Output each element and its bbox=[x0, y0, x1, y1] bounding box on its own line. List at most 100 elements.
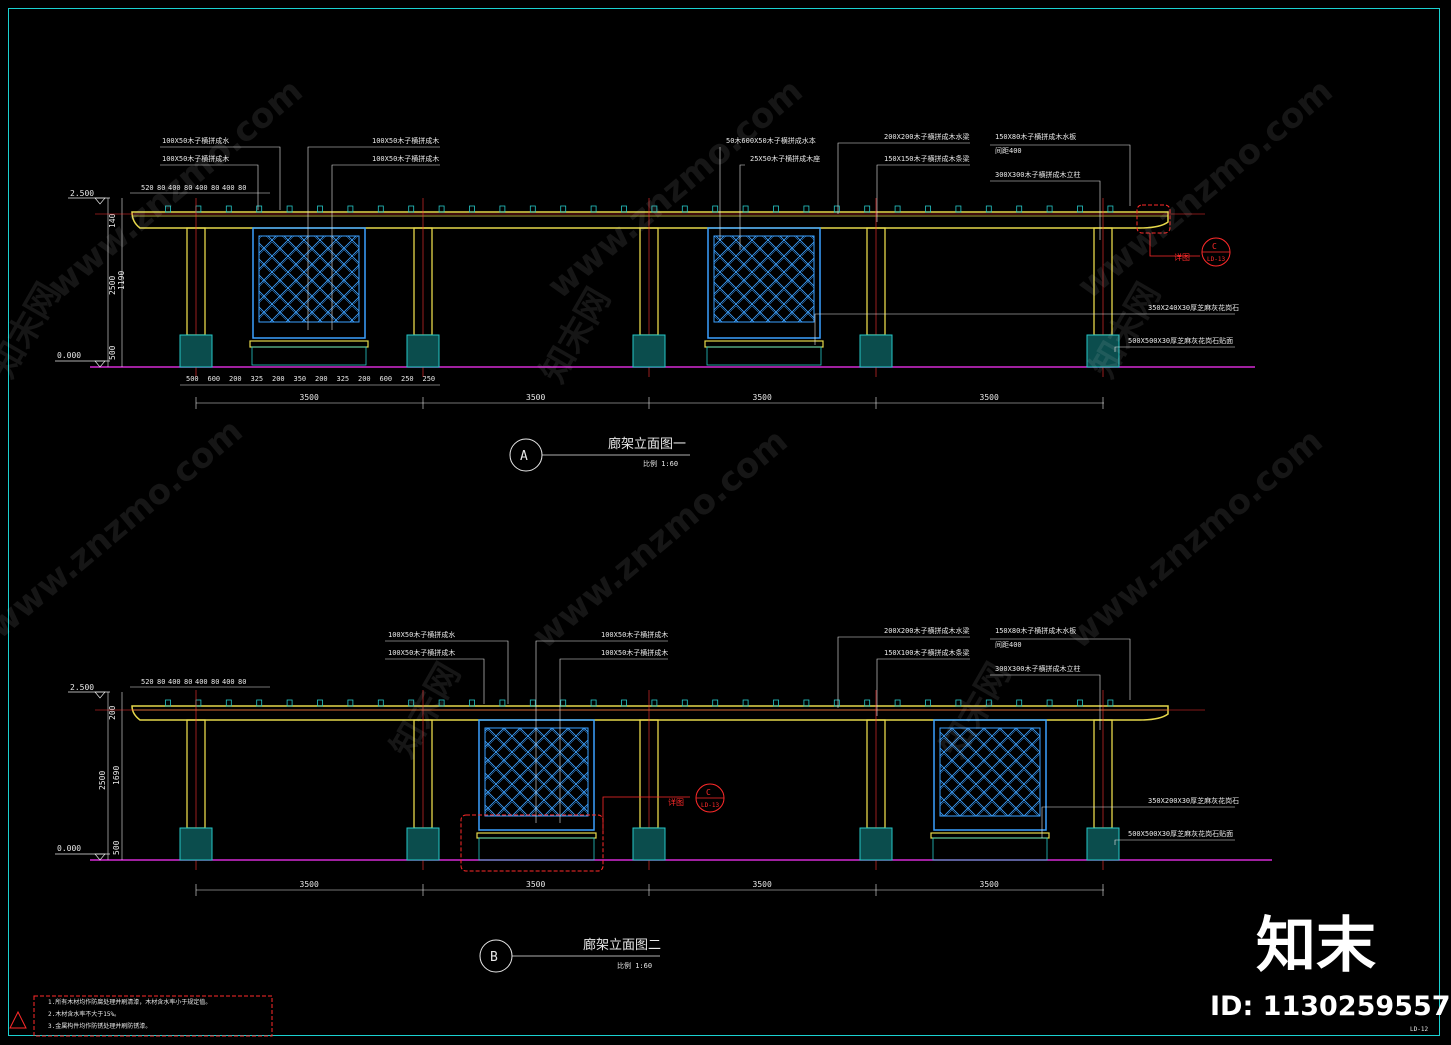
column-base bbox=[179, 334, 213, 368]
purlin bbox=[286, 205, 293, 213]
svg-text:150X150木子横拼成木条梁: 150X150木子横拼成木条梁 bbox=[884, 154, 970, 163]
purlin bbox=[590, 205, 597, 213]
top-dim-label: 400 bbox=[222, 184, 235, 192]
svg-text:www.znzmo.com: www.znzmo.com bbox=[525, 421, 795, 657]
detail-dim-label: 325 bbox=[251, 375, 264, 383]
elevation-b: 2.500 0.000 200 2500 1690 500 100X bbox=[55, 626, 1272, 973]
svg-text:200X200木子横拼成木水梁: 200X200木子横拼成木水梁 bbox=[884, 132, 970, 141]
svg-text:350X200X30厚芝麻灰花岗石: 350X200X30厚芝麻灰花岗石 bbox=[1148, 796, 1239, 805]
purlin bbox=[225, 205, 232, 213]
svg-text:200X200木子横拼成木水梁: 200X200木子横拼成木水梁 bbox=[884, 626, 970, 635]
svg-text:200: 200 bbox=[108, 705, 117, 720]
purlin bbox=[1077, 205, 1083, 213]
detail-dim-label: 325 bbox=[337, 375, 350, 383]
elevation-a: 2.500 0.000 140 2500 500 1190 bbox=[55, 132, 1255, 472]
top-dim-label: 400 bbox=[195, 184, 208, 192]
purlin bbox=[195, 205, 202, 213]
purlin bbox=[499, 699, 506, 707]
svg-text:知末网: 知末网 bbox=[0, 276, 69, 384]
svg-text:100X50木子横拼成木: 100X50木子横拼成木 bbox=[388, 648, 455, 657]
purlin bbox=[438, 699, 445, 707]
purlin bbox=[833, 205, 840, 213]
svg-text:LD-13: LD-13 bbox=[1207, 256, 1225, 263]
watermarks: www.znzmo.com www.znzmo.com www.znzmo.co… bbox=[0, 71, 1340, 765]
column-base bbox=[632, 334, 666, 368]
purlin bbox=[256, 699, 263, 707]
column-base bbox=[859, 334, 893, 368]
svg-text:2500: 2500 bbox=[98, 771, 107, 790]
purlin bbox=[590, 699, 597, 707]
purlin bbox=[469, 205, 475, 213]
column-base bbox=[1086, 334, 1120, 368]
purlin bbox=[560, 699, 567, 707]
bay-dim-label: 3500 bbox=[300, 393, 319, 402]
purlin bbox=[833, 699, 840, 707]
detail-callout-b: 详图 C LD-13 bbox=[460, 783, 725, 872]
purlin bbox=[651, 699, 658, 707]
svg-text:500X500X30厚芝麻灰花岗石贴面: 500X500X30厚芝麻灰花岗石贴面 bbox=[1128, 336, 1233, 345]
svg-text:150X80木子横拼成木水板: 150X80木子横拼成木水板 bbox=[995, 132, 1076, 141]
svg-text:100X50木子横拼成木: 100X50木子横拼成木 bbox=[372, 136, 439, 145]
purlin bbox=[225, 699, 232, 707]
purlin bbox=[317, 699, 323, 707]
purlin bbox=[742, 699, 749, 707]
svg-text:500: 500 bbox=[112, 840, 121, 855]
top-dim-label: 80 bbox=[157, 678, 165, 686]
column-base bbox=[859, 827, 893, 861]
svg-text:350X240X30厚芝麻灰花岗石: 350X240X30厚芝麻灰花岗石 bbox=[1148, 303, 1239, 312]
purlin bbox=[560, 205, 567, 213]
bay-dim-label: 3500 bbox=[980, 880, 999, 889]
svg-text:140: 140 bbox=[108, 213, 117, 228]
svg-text:1690: 1690 bbox=[112, 766, 121, 785]
columns-b bbox=[179, 690, 1120, 870]
bay-dim-label: 3500 bbox=[753, 880, 772, 889]
top-dim-label: 400 bbox=[168, 678, 181, 686]
asset-id: ID: 1130259557 bbox=[1210, 991, 1451, 1022]
svg-text:www.znzmo.com: www.znzmo.com bbox=[1060, 421, 1330, 657]
bay-dim-label: 3500 bbox=[300, 880, 319, 889]
purlins-a bbox=[165, 205, 1114, 213]
detail-dim-label: 600 bbox=[208, 375, 221, 383]
svg-text:150X100木子横拼成木条梁: 150X100木子横拼成木条梁 bbox=[884, 648, 970, 657]
bay-dim-label: 3500 bbox=[526, 880, 545, 889]
top-dim-label: 400 bbox=[222, 678, 235, 686]
top-dim-label: 80 bbox=[184, 678, 192, 686]
purlin bbox=[621, 205, 627, 213]
purlin bbox=[985, 699, 992, 707]
svg-text:2.木材含水率不大于15%。: 2.木材含水率不大于15%。 bbox=[48, 1010, 120, 1018]
svg-text:2.500: 2.500 bbox=[70, 683, 94, 692]
top-dim-label: 400 bbox=[195, 678, 208, 686]
svg-text:C: C bbox=[1212, 242, 1217, 251]
warning-icon bbox=[9, 1010, 27, 1029]
svg-text:1.所有木材均作防腐处理并刷清漆，木材含水率小于规定值。: 1.所有木材均作防腐处理并刷清漆，木材含水率小于规定值。 bbox=[48, 998, 211, 1006]
columns-a bbox=[179, 198, 1120, 377]
purlin bbox=[165, 699, 171, 707]
purlin bbox=[1016, 205, 1023, 213]
elevation-a-scale: 比例 1:60 bbox=[643, 459, 678, 468]
detail-dim-label: 200 bbox=[358, 375, 371, 383]
notes-box: 1.所有木材均作防腐处理并刷清漆，木材含水率小于规定值。 2.木材含水率不大于1… bbox=[9, 995, 273, 1037]
elevation-b-title: 廊架立面图二 bbox=[583, 937, 661, 953]
drawing-frame bbox=[8, 8, 1440, 1036]
purlin bbox=[286, 699, 293, 707]
svg-text:300X300木子横拼成木立柱: 300X300木子横拼成木立柱 bbox=[995, 170, 1081, 179]
top-dim-label: 400 bbox=[168, 184, 181, 192]
detail-dim-label: 200 bbox=[272, 375, 285, 383]
svg-text:100X50木子横拼成木: 100X50木子横拼成木 bbox=[162, 154, 229, 163]
purlin bbox=[712, 699, 719, 707]
detail-dim-label: 500 bbox=[186, 375, 199, 383]
purlin bbox=[408, 205, 415, 213]
purlin bbox=[925, 205, 931, 213]
purlin bbox=[377, 699, 384, 707]
purlin bbox=[864, 205, 871, 213]
svg-text:100X50木子横拼成木: 100X50木子横拼成木 bbox=[601, 630, 668, 639]
bay-dim-label: 3500 bbox=[753, 393, 772, 402]
elevation-a-title: 廊架立面图一 bbox=[608, 436, 686, 452]
purlin bbox=[347, 205, 354, 213]
top-dim-label: 80 bbox=[211, 678, 219, 686]
svg-text:间距400: 间距400 bbox=[995, 641, 1022, 649]
